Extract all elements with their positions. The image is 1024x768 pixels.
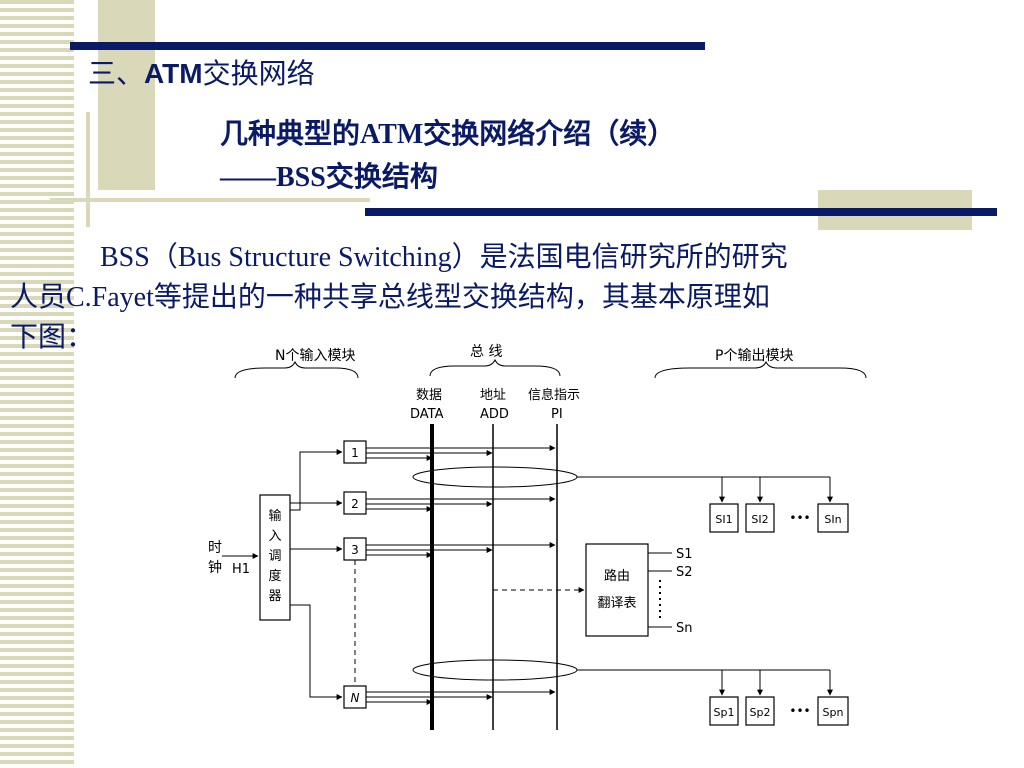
si-module-1-label: SI1: [715, 513, 732, 526]
bus-addr-cn: 地址: [480, 388, 506, 403]
section-title: 三、ATM交换网络: [88, 52, 315, 92]
subtitle-line-2: ——BSS交换结构: [220, 162, 438, 193]
scheduler-to-module-1: [290, 449, 343, 511]
subtitle-line-1: 几种典型的ATM交换网络介绍（续）: [220, 119, 676, 150]
sp-module-1-label: Sp1: [714, 706, 735, 719]
si-output-links: [577, 476, 833, 503]
scheduler-char-2: 入: [268, 529, 281, 544]
routing-table-label-2: 翻译表: [597, 596, 636, 611]
si-module-n: [817, 503, 849, 533]
clock-label-2: 钟: [208, 559, 222, 576]
clock-signal-label: H1: [232, 562, 250, 577]
title-bar-top: [70, 42, 705, 50]
paragraph-line-3: 下图：: [10, 322, 95, 353]
decorative-stripes: [0, 0, 74, 768]
input-module-2-label: 2: [351, 497, 359, 511]
sp-output-links: [577, 669, 833, 696]
sp-ellipsis: •••: [789, 704, 810, 718]
route-output-s2: S2: [676, 565, 693, 580]
scheduler-char-5: 器: [268, 589, 281, 604]
scheduler-char-1: 输: [268, 508, 281, 524]
si-module-2-label: SI2: [751, 513, 768, 526]
input-module-links: [366, 445, 556, 705]
scheduler-char-3: 调: [268, 549, 281, 564]
paragraph-line-1: BSS（Bus Structure Switching）是法国电信研究所的研究: [100, 242, 788, 273]
section-title-bold: ATM: [144, 58, 203, 89]
label-input-modules: N个输入模块: [275, 348, 355, 364]
input-module-1: [343, 440, 367, 464]
input-module-3-label: 3: [351, 543, 359, 557]
routing-table-box: [585, 543, 649, 637]
brace-bus: [429, 358, 561, 377]
scheduler-char-4: 度: [268, 568, 281, 584]
bus-tap-ellipse-top: [412, 466, 578, 488]
routing-output-lines: [648, 552, 672, 628]
bus-addr-en: ADD: [480, 407, 509, 422]
sp-module-2-label: Sp2: [750, 706, 771, 719]
sp-module-n: [817, 696, 849, 726]
intro-paragraph: BSS（Bus Structure Switching）是法国电信研究所的研究 …: [0, 238, 975, 358]
brace-input: [234, 360, 359, 379]
decorative-line-left-vertical: [86, 112, 90, 227]
clock-label-1: 时: [208, 540, 222, 556]
decorative-box-left: [98, 0, 155, 190]
title-bar-bottom: [365, 208, 997, 216]
input-scheduler-box: [259, 494, 291, 621]
route-output-sn: Sn: [676, 621, 693, 636]
paragraph-line-2: 人员C.Fayet等提出的一种共享总线型交换结构，其基本原理如: [10, 282, 770, 313]
si-ellipsis: •••: [789, 511, 810, 525]
route-output-s1: S1: [676, 547, 693, 562]
section-title-prefix: 三、: [88, 58, 145, 89]
bus-pi-en: PI: [551, 407, 563, 422]
si-module-1: [709, 503, 739, 533]
scheduler-to-module-n: [290, 604, 343, 700]
input-module-2: [343, 491, 367, 515]
bus-data-cn: 数据: [416, 388, 442, 403]
label-bus: 总 线: [470, 344, 502, 360]
decorative-line-left-horizontal: [50, 198, 370, 202]
bus-data-en: DATA: [410, 407, 444, 422]
label-output-modules: P个输出模块: [715, 348, 793, 364]
si-module-2: [745, 503, 775, 533]
routing-table-label-1: 路由: [604, 568, 630, 584]
section-title-suffix: 交换网络: [202, 58, 315, 89]
input-module-n-label: N: [351, 691, 360, 705]
sp-module-2: [745, 696, 775, 726]
brace-output: [654, 360, 867, 379]
bus-tap-ellipse-bottom: [412, 659, 578, 681]
input-module-1-label: 1: [351, 446, 359, 460]
sp-module-1: [709, 696, 739, 726]
sp-module-n-label: Spn: [823, 706, 844, 719]
bus-pi-cn: 信息指示: [528, 387, 580, 403]
si-module-n-label: SIn: [824, 513, 841, 526]
